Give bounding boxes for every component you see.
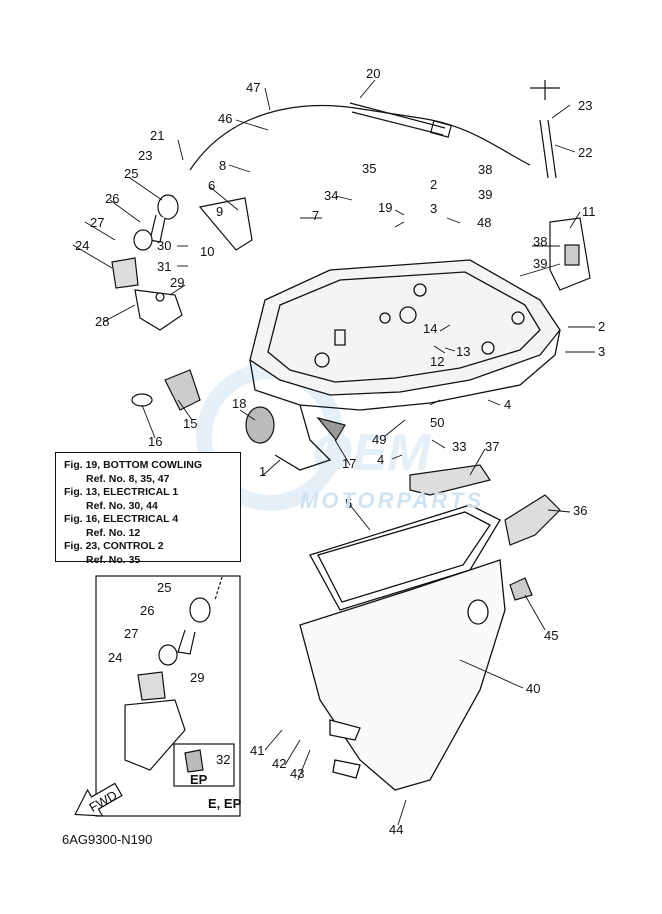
callout-48: 48: [477, 215, 491, 230]
callout-40: 40: [526, 681, 540, 696]
callout-15: 15: [183, 416, 197, 431]
inset-callout-29: 29: [190, 670, 204, 685]
callout-18: 18: [232, 396, 246, 411]
inset-callout-24: 24: [108, 650, 122, 665]
callout-28: 28: [95, 314, 109, 329]
callouts: 47 20 23 22 46 21 23 8 35 38 25 6 2 39 3…: [75, 66, 605, 837]
callout-17: 17: [342, 456, 356, 471]
callout-19: 19: [378, 200, 392, 215]
grommet-group: [131, 369, 346, 444]
callout-24: 24: [75, 238, 89, 253]
inset-callout-32: 32: [216, 752, 230, 767]
callout-12: 12: [430, 354, 444, 369]
callout-7: 7: [312, 208, 319, 223]
callout-20: 20: [366, 66, 380, 81]
callout-3a: 3: [430, 201, 437, 216]
callout-41: 41: [250, 743, 264, 758]
latch-parts: [409, 464, 561, 601]
callout-43: 43: [290, 766, 304, 781]
callout-38b: 38: [533, 234, 547, 249]
callout-10: 10: [200, 244, 214, 259]
callout-13: 13: [456, 344, 470, 359]
ref-note-3-title: Fig. 16, ELECTRICAL 4: [64, 513, 179, 525]
callout-4a: 4: [504, 397, 511, 412]
inset-sub-label: EP: [190, 772, 208, 787]
callout-14: 14: [423, 321, 437, 336]
diagram-code: 6AG9300-N190: [62, 832, 153, 847]
inset-callout-25: 25: [157, 580, 171, 595]
callout-4b: 4: [377, 452, 384, 467]
callout-38a: 38: [478, 162, 492, 177]
callout-23b: 23: [138, 148, 152, 163]
callout-3b: 3: [598, 344, 605, 359]
callout-22: 22: [578, 145, 592, 160]
callout-11: 11: [582, 204, 596, 219]
callout-16: 16: [148, 434, 162, 449]
callout-47: 47: [246, 80, 260, 95]
inset-variant-label: E, EP: [208, 796, 242, 811]
callout-34: 34: [324, 188, 338, 203]
callout-6: 6: [208, 178, 215, 193]
callout-37: 37: [485, 439, 499, 454]
inset-callout-26: 26: [140, 603, 154, 618]
cable-assembly: [189, 80, 560, 179]
callout-27: 27: [90, 215, 104, 230]
bracket-part-6: [198, 197, 253, 251]
lower-cowling: [299, 504, 506, 791]
ref-note-3-ref: Ref. No. 12: [86, 526, 141, 539]
callout-50: 50: [430, 415, 444, 430]
callout-29: 29: [170, 275, 184, 290]
ref-note-2-title: Fig. 13, ELECTRICAL 1: [64, 486, 179, 498]
callout-46: 46: [218, 111, 232, 126]
callout-44: 44: [389, 822, 403, 837]
callout-8: 8: [219, 158, 226, 173]
leader-lines: [72, 79, 595, 826]
callout-45: 45: [544, 628, 558, 643]
ref-note-4-ref: Ref. No. 35: [86, 553, 141, 566]
callout-9: 9: [216, 204, 223, 219]
watermark-subtext: MOTORPARTS: [300, 488, 485, 513]
callout-2a: 2: [430, 177, 437, 192]
ref-note-1-title: Fig. 19, BOTTOM COWLING: [64, 459, 203, 471]
callout-21: 21: [150, 128, 164, 143]
callout-1: 1: [259, 464, 266, 479]
ref-note-4-title: Fig. 23, CONTROL 2: [64, 540, 164, 552]
callout-26: 26: [105, 191, 119, 206]
callout-5: 5: [345, 496, 352, 511]
callout-35: 35: [362, 161, 376, 176]
callout-42: 42: [272, 756, 286, 771]
callout-49: 49: [372, 432, 386, 447]
callout-25: 25: [124, 166, 138, 181]
ref-note-2-ref: Ref. No. 30, 44: [86, 499, 158, 512]
callout-30: 30: [157, 238, 171, 253]
callout-36: 36: [573, 503, 587, 518]
bottom-cowling-tray: [249, 259, 561, 471]
callout-33: 33: [452, 439, 466, 454]
callout-39a: 39: [478, 187, 492, 202]
callout-39b: 39: [533, 256, 547, 271]
ref-note-1-ref: Ref. No. 8, 35, 47: [86, 472, 170, 485]
callout-2b: 2: [598, 319, 605, 334]
inset-callout-27: 27: [124, 626, 138, 641]
connector-group-main: [111, 194, 183, 331]
reference-notes-box: Fig. 19, BOTTOM COWLING Ref. No. 8, 35, …: [55, 452, 241, 566]
callout-23a: 23: [578, 98, 592, 113]
callout-31: 31: [157, 259, 171, 274]
cover-part-11: [549, 217, 591, 291]
inset-box: [95, 575, 241, 817]
